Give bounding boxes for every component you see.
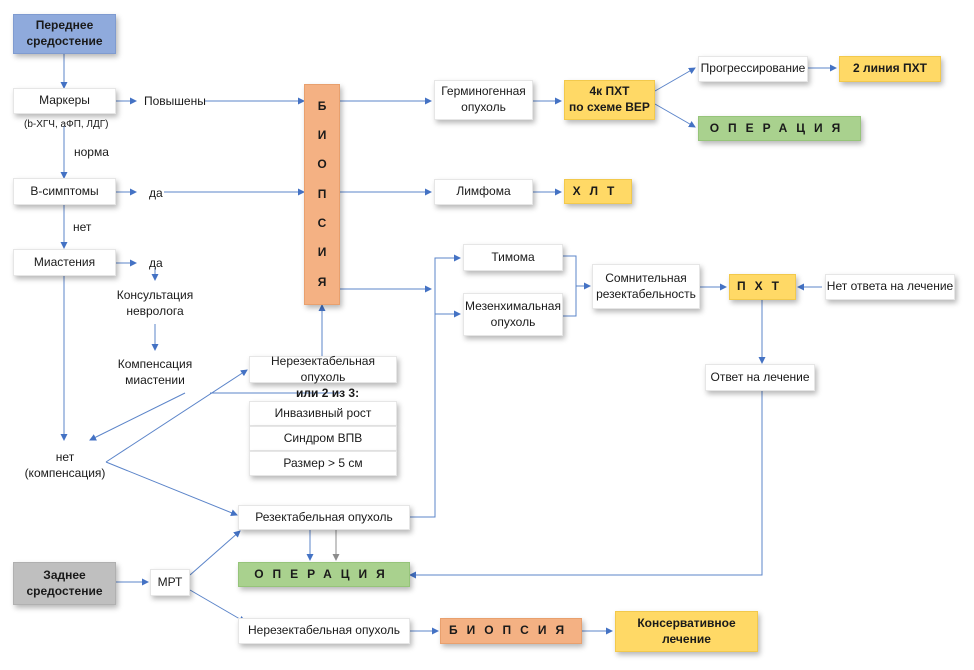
- biopsy-column: Б И О П С И Я: [304, 84, 340, 305]
- myasthenia-compensation-text: Компенсация миастении: [117, 357, 193, 387]
- mri-label: МРТ: [157, 574, 183, 589]
- chemoradiotherapy-box: ХЛТ: [564, 179, 632, 204]
- no-response-box: Нет ответа на лечение: [825, 274, 955, 300]
- neurologist-consult-text: Консультация невролога: [116, 288, 194, 318]
- chemotherapy-label: ПХТ: [737, 279, 788, 294]
- b-symptoms-yes-label: да: [149, 186, 163, 200]
- bep-chemo-box: 4к ПХТ по схеме ВЕР: [564, 80, 655, 120]
- unresectable-bottom-label: Нерезектабельная опухоль: [248, 623, 400, 638]
- unresectable-top-box: Нерезектабельная опухоль: [249, 353, 397, 384]
- size-criterion-label: Размер > 5 см: [283, 455, 363, 470]
- markers-label: Маркеры: [39, 93, 90, 108]
- front-mediastinum-label: Переднее средостение: [26, 18, 103, 48]
- thymoma-box: Тимома: [463, 244, 563, 271]
- response-label: Ответ на лечение: [710, 369, 810, 384]
- no-response-label: Нет ответа на лечение: [826, 279, 954, 294]
- no-compensation-text: нет (компенсация): [24, 450, 106, 480]
- bep-chemo-label: 4к ПХТ по схеме ВЕР: [569, 84, 650, 114]
- front-mediastinum-box: Переднее средостение: [13, 14, 116, 54]
- doubtful-resectability-label: Сомнительная резектабельность: [596, 270, 696, 301]
- b-symptoms-box: В-симптомы: [13, 178, 116, 205]
- doubtful-resectability-box: Сомнительная резектабельность: [592, 264, 700, 309]
- posterior-mediastinum-box: Заднее средостение: [13, 562, 116, 605]
- resectable-tumor-box: Резектабельная опухоль: [238, 505, 410, 530]
- progression-box: Прогрессирование: [698, 56, 808, 82]
- myasthenia-label: Миастения: [33, 254, 96, 269]
- invasive-growth-box: Инвазивный рост: [249, 401, 397, 426]
- svc-syndrome-box: Синдром ВПВ: [249, 426, 397, 451]
- or-two-of-three-text: или 2 из 3:: [296, 386, 360, 400]
- lymphoma-box: Лимфома: [434, 179, 533, 205]
- lymphoma-label: Лимфома: [456, 184, 511, 199]
- response-box: Ответ на лечение: [705, 364, 815, 391]
- biopsy-letter: Б: [317, 98, 327, 113]
- operation-top-box: ОПЕРАЦИЯ: [698, 116, 861, 141]
- biopsy-letter: Я: [317, 274, 327, 289]
- norm-label: норма: [74, 145, 109, 159]
- posterior-mediastinum-label: Заднее средостение: [26, 567, 103, 598]
- conservative-treatment-box: Консервативное лечение: [615, 611, 758, 652]
- svc-syndrome-label: Синдром ВПВ: [283, 430, 363, 445]
- mri-box: МРТ: [150, 569, 190, 596]
- biopsy-bottom-box: БИОПСИЯ: [440, 618, 582, 644]
- raised-label: Повышены: [144, 94, 206, 108]
- operation-bottom-box: ОПЕРАЦИЯ: [238, 562, 410, 587]
- biopsy-letter: И: [317, 128, 327, 143]
- chemoradiotherapy-label: ХЛТ: [572, 183, 624, 198]
- myasthenia-box: Миастения: [13, 249, 116, 276]
- chemotherapy-box: ПХТ: [729, 274, 796, 300]
- operation-top-label: ОПЕРАЦИЯ: [709, 120, 850, 135]
- mesenchymal-tumor-box: Мезенхимальная опухоль: [463, 293, 563, 336]
- second-line-chemo-label: 2 линия ПХТ: [853, 61, 927, 76]
- myasthenia-yes-label: да: [149, 256, 163, 270]
- biopsy-letter: С: [317, 215, 327, 230]
- biopsy-bottom-label: БИОПСИЯ: [448, 623, 574, 638]
- mesenchymal-tumor-label: Мезенхимальная опухоль: [465, 298, 561, 329]
- resectable-tumor-label: Резектабельная опухоль: [255, 509, 393, 524]
- b-symptoms-label: В-симптомы: [30, 183, 99, 198]
- operation-bottom-label: ОПЕРАЦИЯ: [254, 566, 394, 581]
- markers-subtitle: (b-ХГЧ, аФП, ЛДГ): [24, 119, 109, 130]
- invasive-growth-label: Инвазивный рост: [274, 405, 372, 420]
- biopsy-letter: И: [317, 245, 327, 260]
- b-symptoms-no-label: нет: [73, 220, 92, 234]
- biopsy-letter: О: [317, 157, 327, 172]
- unresectable-top-label: Нерезектабельная опухоль: [271, 353, 375, 384]
- progression-label: Прогрессирование: [700, 61, 806, 76]
- germinogenic-tumor-box: Герминогенная опухоль: [434, 80, 533, 120]
- germinogenic-tumor-label: Герминогенная опухоль: [441, 84, 526, 114]
- size-criterion-box: Размер > 5 см: [249, 451, 397, 476]
- unresectable-bottom-box: Нерезектабельная опухоль: [238, 618, 410, 644]
- conservative-treatment-label: Консервативное лечение: [637, 615, 736, 646]
- thymoma-label: Тимома: [491, 249, 535, 264]
- biopsy-letter: П: [317, 186, 327, 201]
- markers-box: Маркеры: [13, 88, 116, 114]
- second-line-chemo-box: 2 линия ПХТ: [839, 56, 941, 82]
